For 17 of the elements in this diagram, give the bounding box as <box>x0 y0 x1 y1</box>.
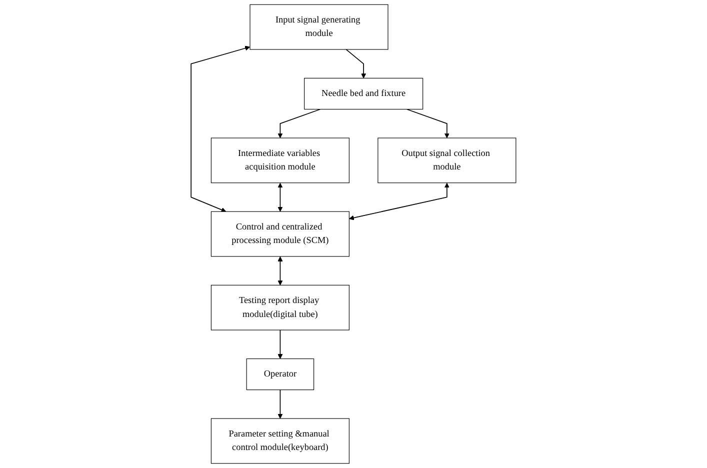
node-box: Operator <box>246 358 314 390</box>
node-box: Testing report display module(digital tube) <box>210 284 350 330</box>
arrow <box>278 182 283 212</box>
node-box: Output signal collection module <box>378 138 516 184</box>
node-box: Control and centralized processing module (SCM) <box>210 211 350 257</box>
node-box: Parameter setting &manual control module(keyboard) <box>210 418 350 464</box>
arrow <box>278 330 283 359</box>
arrow <box>278 256 283 286</box>
arrow <box>348 182 450 220</box>
arrow <box>278 108 321 138</box>
arrow <box>190 46 250 212</box>
arrow <box>278 389 283 419</box>
node-box: Needle bed and fixture <box>304 78 424 110</box>
arrow <box>406 108 450 138</box>
arrow <box>346 49 366 78</box>
node-box: Intermediate variables acquisition module <box>210 138 350 184</box>
node-box: Input signal generating module <box>250 4 388 50</box>
